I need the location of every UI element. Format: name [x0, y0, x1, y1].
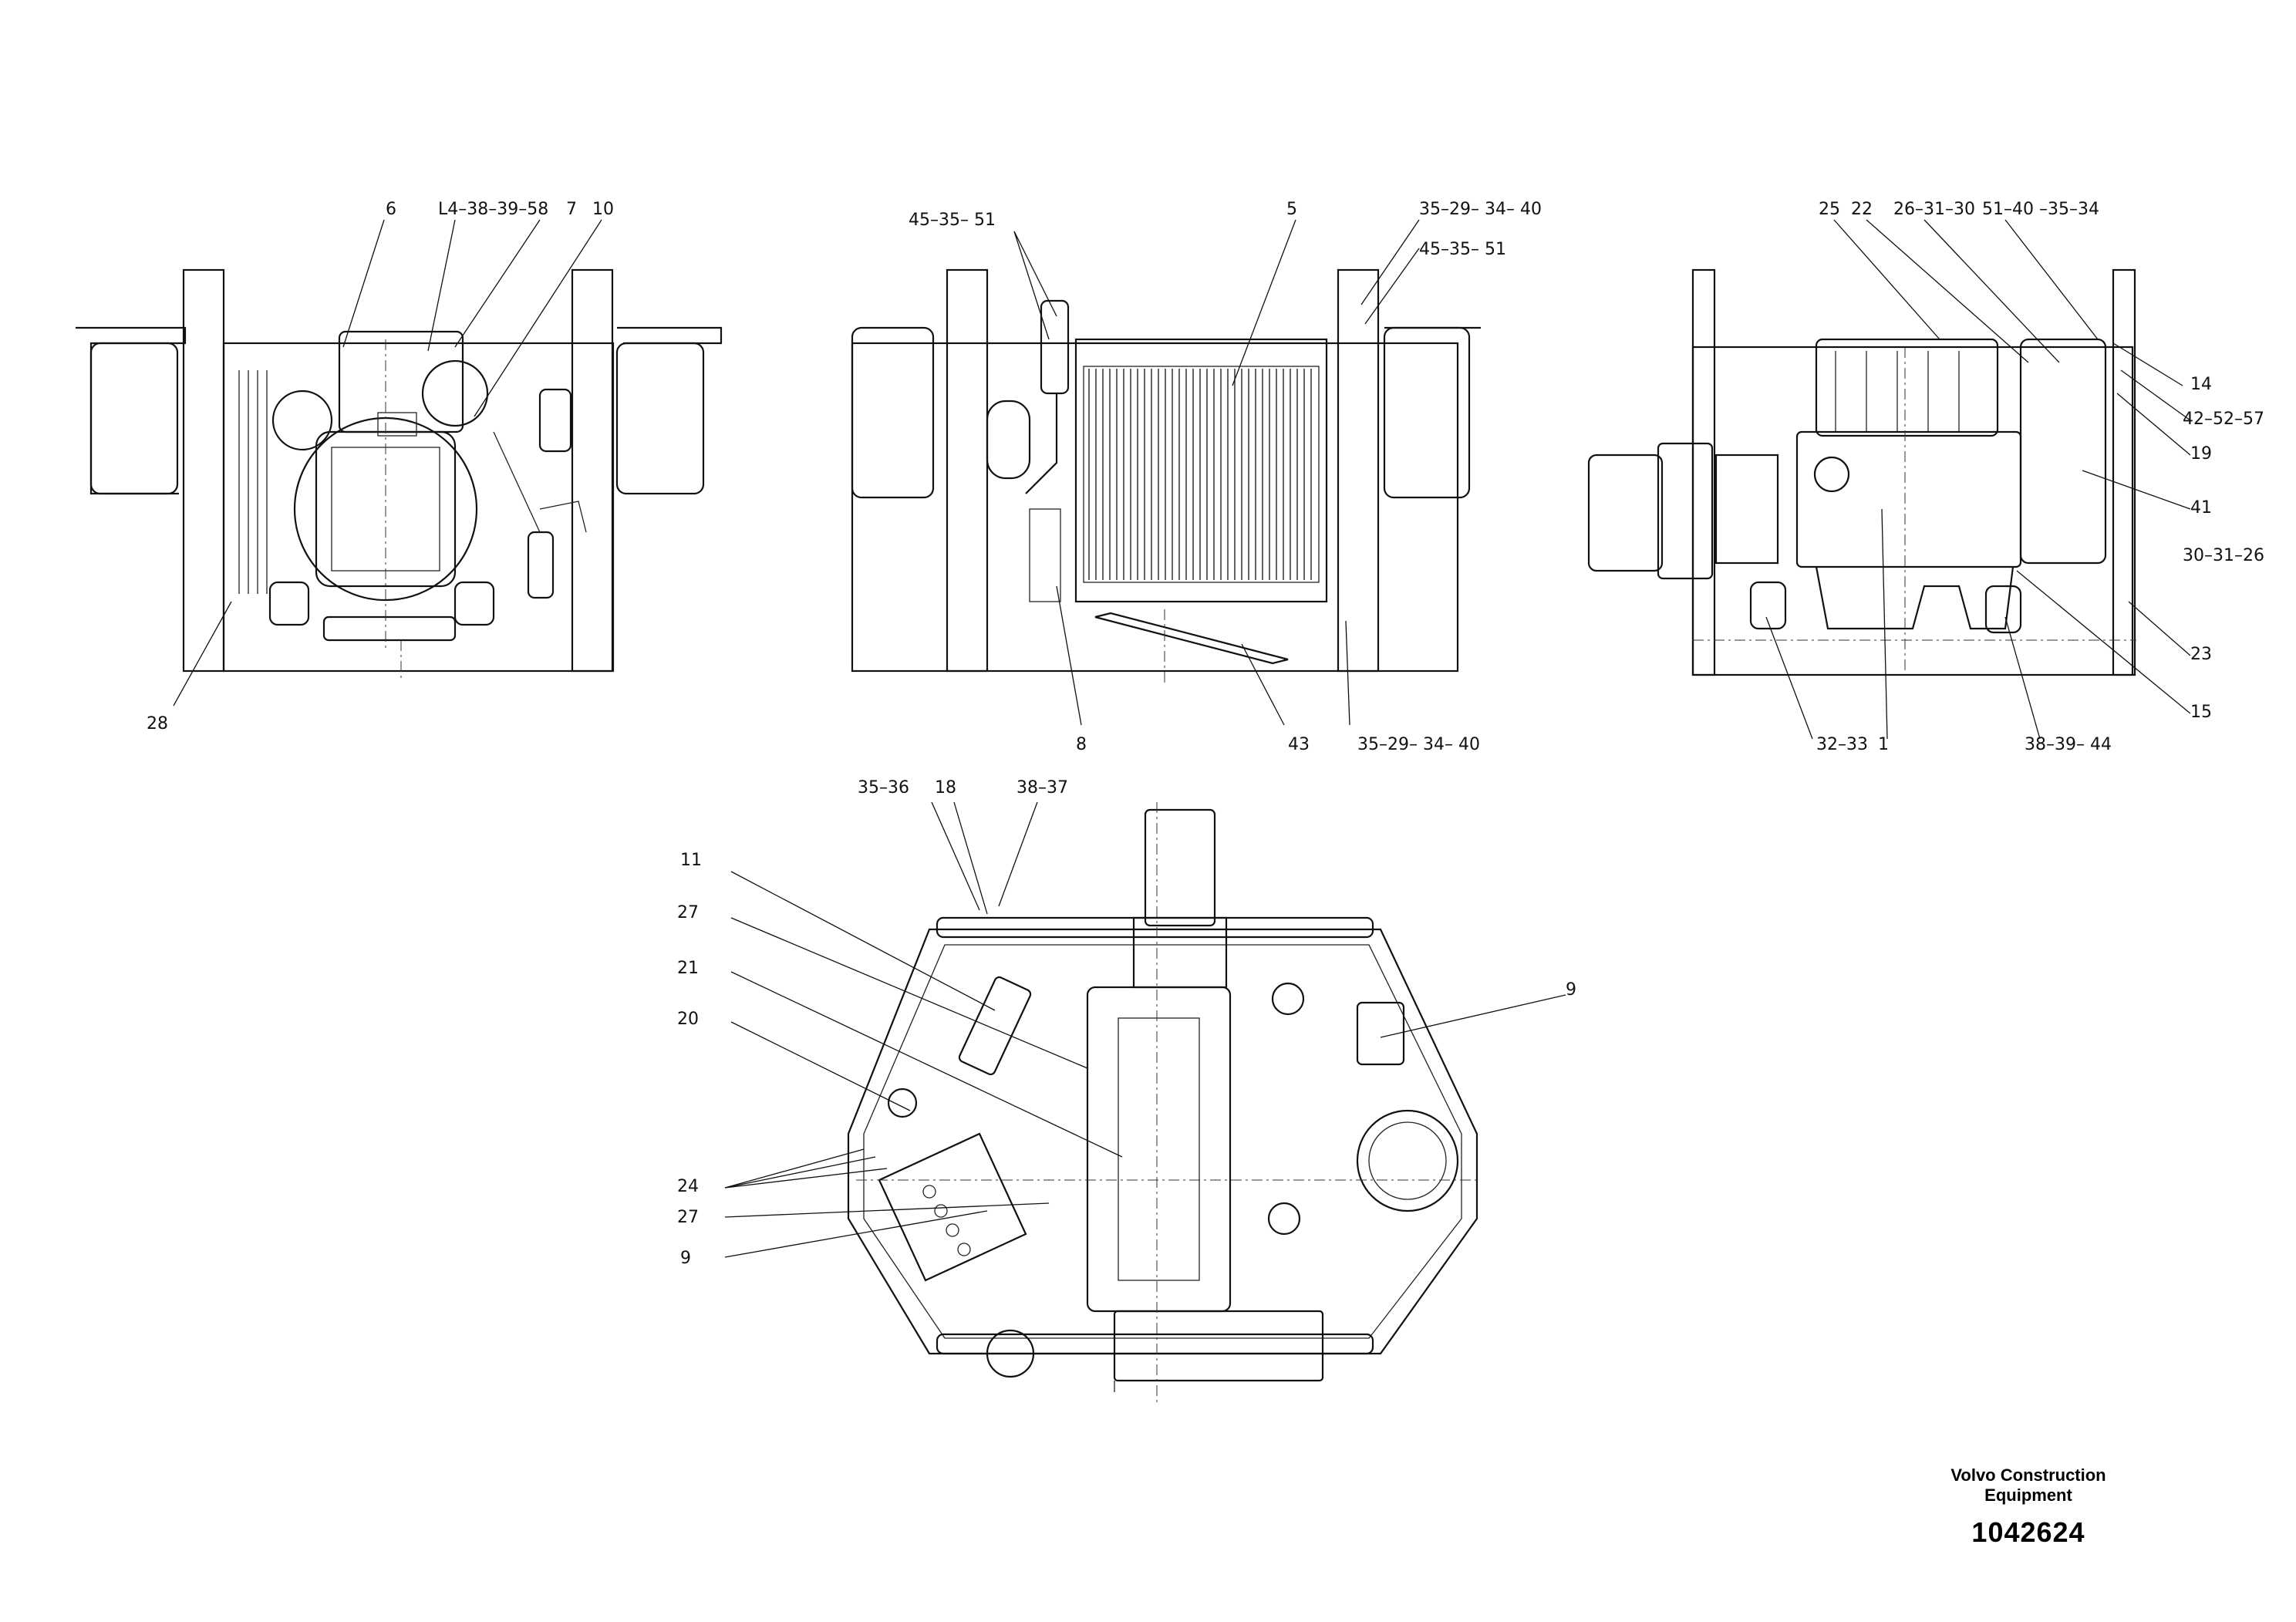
callout-20: 20: [677, 1010, 699, 1029]
callout-42-52-57: 42–52–57: [2183, 410, 2264, 429]
callout-6: 6: [386, 200, 396, 219]
callout-38-37: 38–37: [1017, 778, 1068, 798]
callout-28: 28: [147, 714, 168, 733]
callout-9-left: 9: [680, 1249, 691, 1268]
callout-35-29-34-40-bottom: 35–29– 34– 40: [1357, 735, 1480, 754]
callout-10: 10: [592, 200, 614, 219]
callout-l4-38-39-58: L4–38–39–58: [438, 200, 548, 219]
title-block: Volvo Construction Equipment 1042624: [1913, 1465, 2144, 1549]
left-view: 6 L4–38–39–58 7 10 28: [76, 200, 723, 733]
callout-27-bottom: 27: [677, 1208, 699, 1227]
callout-41: 41: [2190, 498, 2212, 518]
callout-23: 23: [2190, 645, 2212, 664]
callout-43: 43: [1288, 735, 1310, 754]
callout-5: 5: [1286, 200, 1297, 219]
callout-45-35-51-right: 45–35– 51: [1419, 240, 1506, 259]
callout-35-29-34-40-top: 35–29– 34– 40: [1419, 200, 1542, 219]
callout-25: 25: [1819, 200, 1840, 219]
callout-51-40-35-34: 51–40 –35–34: [1982, 200, 2099, 219]
callout-27-top: 27: [677, 903, 699, 922]
callout-19: 19: [2190, 444, 2212, 464]
callout-11: 11: [680, 851, 702, 870]
callout-15: 15: [2190, 703, 2212, 722]
chassis-top-view-icon: [847, 802, 1478, 1404]
callout-35-36: 35–36: [858, 778, 909, 798]
document-number: 1042624: [1971, 1516, 2085, 1548]
callout-30-31-26: 30–31–26: [2183, 546, 2264, 565]
callout-24: 24: [677, 1177, 699, 1196]
company-name: Volvo Construction Equipment: [1950, 1465, 2106, 1505]
callout-45-35-51-top: 45–35– 51: [909, 211, 996, 230]
callout-21: 21: [677, 959, 699, 978]
right-view: 25 22 26–31–30 51–40 –35–34 14 42–52–57 …: [1587, 200, 2264, 754]
bottom-view: 35–36 18 38–37 11 27 21 20 9 24 27 9: [677, 778, 1576, 1404]
callout-22: 22: [1851, 200, 1873, 219]
callout-38-39-44: 38–39– 44: [2025, 735, 2112, 754]
center-view: 45–35– 51 5 35–29– 34– 40 45–35– 51 8 43…: [851, 200, 1542, 754]
callout-14: 14: [2190, 375, 2212, 394]
callout-9-right: 9: [1566, 980, 1576, 1000]
callout-32-33: 32–33: [1816, 735, 1868, 754]
engine-side-elevation-icon: [1587, 268, 2136, 676]
callout-8: 8: [1076, 735, 1087, 754]
callout-26-31-30: 26–31–30: [1893, 200, 1975, 219]
engine-radiator-end-icon: [76, 268, 723, 679]
radiator-core-icon: [851, 268, 1481, 686]
callout-18: 18: [935, 778, 956, 798]
callout-7: 7: [566, 200, 577, 219]
callout-1: 1: [1878, 735, 1889, 754]
